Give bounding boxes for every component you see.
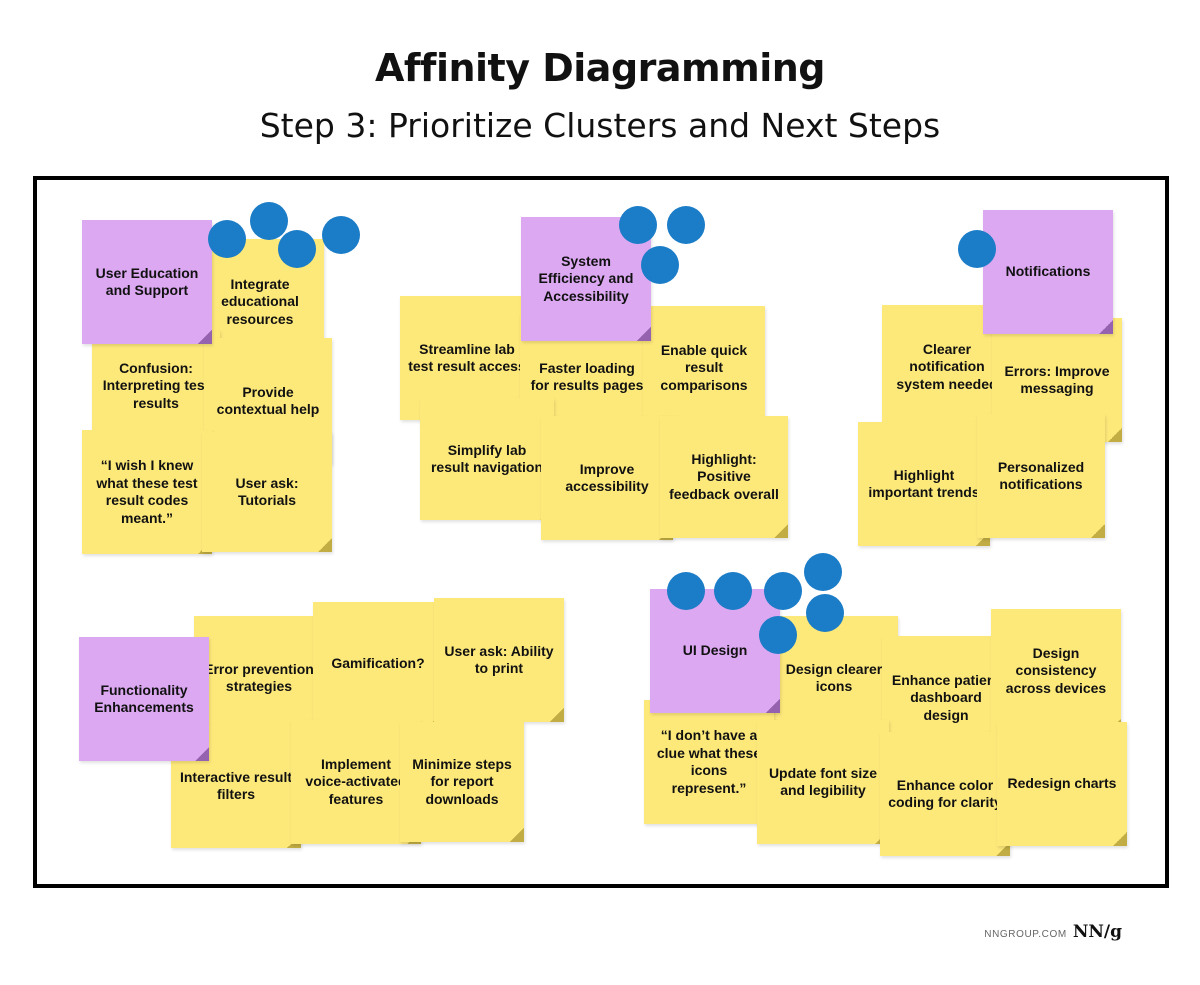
sticky-note: Minimize steps for report downloads <box>400 722 524 842</box>
sticky-note: Redesign charts <box>997 722 1127 846</box>
vote-dot <box>804 553 842 591</box>
sticky-note: Enable quick result comparisons <box>643 306 765 430</box>
sticky-note: Improve accessibility <box>541 416 673 540</box>
sticky-note: Personalized notifications <box>977 414 1105 538</box>
vote-dot <box>641 246 679 284</box>
cluster-header-user-education: User Education and Support <box>82 220 212 344</box>
sticky-note: Gamification? <box>313 602 443 726</box>
vote-dot <box>278 230 316 268</box>
cluster-header-functionality: Functionality Enhancements <box>79 637 209 761</box>
sticky-note: User ask: Tutorials <box>202 432 332 552</box>
vote-dot <box>759 616 797 654</box>
vote-dot <box>764 572 802 610</box>
vote-dot <box>250 202 288 240</box>
vote-dot <box>322 216 360 254</box>
sticky-note: Highlight important trends <box>858 422 990 546</box>
sticky-note: Design consistency across devices <box>991 609 1121 733</box>
vote-dot <box>714 572 752 610</box>
vote-dot <box>208 220 246 258</box>
sticky-note: Simplify lab result navigation <box>420 398 554 520</box>
cluster-header-notifications: Notifications <box>983 210 1113 334</box>
sticky-note: User ask: Ability to print <box>434 598 564 722</box>
vote-dot <box>667 206 705 244</box>
sticky-note: Implement voice-activated features <box>291 720 421 844</box>
nng-logo: NN/g <box>1072 922 1122 942</box>
vote-dot <box>958 230 996 268</box>
sticky-note: Confusion: Interpreting test results <box>92 330 220 442</box>
sticky-note: Update font size and legibility <box>757 720 889 844</box>
sticky-note: Error prevention strategies <box>194 616 324 740</box>
cluster-header-ui-design: UI Design <box>650 589 780 713</box>
sticky-note: Design clearer icons <box>770 616 898 740</box>
sticky-note: “I don’t have a clue what these icons re… <box>644 700 774 824</box>
page-subtitle: Step 3: Prioritize Clusters and Next Ste… <box>259 106 941 145</box>
sticky-note: Highlight: Positive feedback overall <box>660 416 788 538</box>
brand-footer: NNGROUP.COM NN/g <box>984 922 1122 942</box>
brand-url[interactable]: NNGROUP.COM <box>984 929 1067 940</box>
sticky-note: Enhance color coding for clarity <box>880 732 1010 856</box>
vote-dot <box>806 594 844 632</box>
vote-dot <box>667 572 705 610</box>
vote-dot <box>619 206 657 244</box>
page-title: Affinity Diagramming <box>374 46 826 90</box>
sticky-note: “I wish I knew what these test result co… <box>82 430 212 554</box>
